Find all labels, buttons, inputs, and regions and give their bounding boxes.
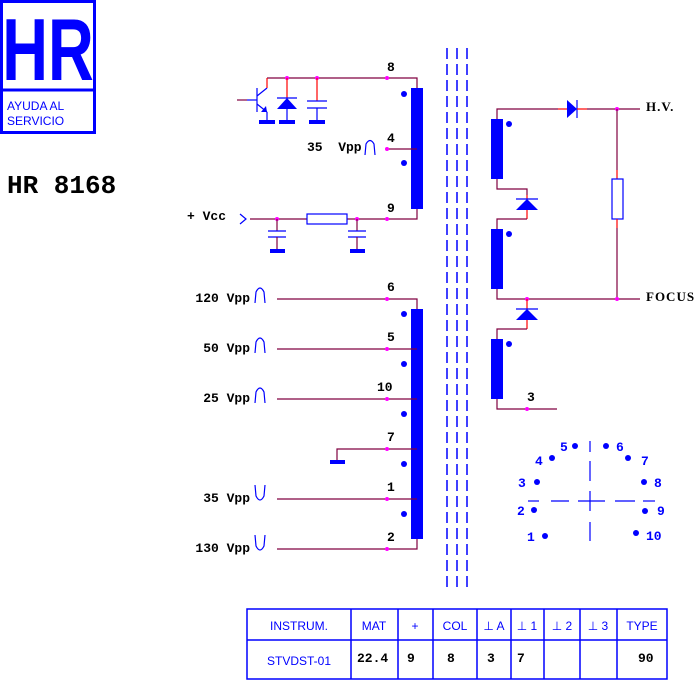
focus-resistor bbox=[611, 178, 624, 220]
capacitor-symbol bbox=[268, 219, 286, 253]
header-ground-1: ⊥ 1 bbox=[517, 619, 538, 633]
primary-winding: 8 4 9 35 Vpp bbox=[187, 60, 423, 253]
socket-pin-10: 10 bbox=[646, 529, 662, 544]
header-ground-2: ⊥ 2 bbox=[552, 619, 573, 633]
value-col: 8 bbox=[447, 651, 455, 666]
pulse-label-130: 130 Vpp bbox=[195, 541, 250, 556]
resistor-symbol bbox=[306, 213, 348, 225]
pulse-label-120: 120 Vpp bbox=[195, 291, 250, 306]
header-col: COL bbox=[443, 619, 468, 633]
logo-letters: HR bbox=[2, 2, 93, 100]
ground-icon bbox=[259, 120, 275, 124]
page-title: HR 8168 bbox=[7, 171, 116, 201]
capacitor-symbol bbox=[307, 78, 327, 124]
socket-pin-2: 2 bbox=[517, 504, 525, 519]
table-value-row: STVDST-01 22.4 9 8 3 7 90 bbox=[267, 651, 654, 668]
header-ground-a: ⊥ A bbox=[483, 619, 504, 633]
vcc-label: + Vcc bbox=[187, 209, 226, 224]
inverted-pulse-icon bbox=[254, 484, 266, 501]
pin-4-pulse-label: 35 Vpp bbox=[307, 140, 362, 155]
logo-line2: SERVICIO bbox=[7, 114, 64, 128]
header-plus: + bbox=[411, 619, 418, 633]
socket-pin-3: 3 bbox=[518, 476, 526, 491]
ground-icon bbox=[270, 249, 285, 253]
pin-3-label: 3 bbox=[527, 390, 535, 405]
pulse-label-50: 50 Vpp bbox=[203, 341, 250, 356]
pin-8-label: 8 bbox=[387, 60, 395, 75]
header-type: TYPE bbox=[626, 619, 657, 633]
spec-table bbox=[246, 608, 668, 680]
pulse-label-25: 25 Vpp bbox=[203, 391, 250, 406]
socket-pin-7: 7 bbox=[641, 454, 649, 469]
ground-icon bbox=[309, 120, 325, 124]
pulse-icon bbox=[254, 387, 266, 404]
diode-symbol bbox=[277, 78, 297, 124]
logo: HR AYUDA AL SERVICIO bbox=[0, 0, 96, 134]
pulse-icon bbox=[364, 139, 376, 156]
diode-icon bbox=[516, 199, 538, 210]
value-instrum: STVDST-01 bbox=[267, 654, 331, 668]
value-type: 90 bbox=[638, 651, 654, 666]
socket-pin-6: 6 bbox=[616, 440, 624, 455]
hv-section: 3 H.V. FOCUS bbox=[491, 99, 694, 411]
table-header-row: INSTRUM. MAT + COL ⊥ A ⊥ 1 ⊥ 2 ⊥ 3 TYPE bbox=[270, 619, 658, 633]
pin-2-label: 2 bbox=[387, 530, 395, 545]
ground-icon bbox=[330, 460, 345, 464]
pulse-icon bbox=[254, 287, 266, 304]
transistor-symbol bbox=[237, 78, 275, 124]
diode-icon bbox=[516, 309, 538, 320]
header-mat: MAT bbox=[362, 619, 387, 633]
value-mat: 22.4 bbox=[357, 651, 388, 666]
header-ground-3: ⊥ 3 bbox=[588, 619, 609, 633]
input-arrow-icon bbox=[239, 213, 247, 225]
pin-4-label: 4 bbox=[387, 131, 395, 146]
pin-7-label: 7 bbox=[387, 430, 395, 445]
socket-pinout: 1 2 3 4 5 6 7 8 9 10 bbox=[517, 440, 665, 545]
ground-icon bbox=[279, 120, 295, 124]
inverted-pulse-icon bbox=[254, 534, 266, 551]
value-ground-1: 7 bbox=[517, 651, 525, 666]
pin-1-label: 1 bbox=[387, 480, 395, 495]
pulse-icon bbox=[254, 337, 266, 354]
capacitor-symbol bbox=[348, 219, 366, 253]
pin-10-label: 10 bbox=[377, 380, 393, 395]
socket-pin-5: 5 bbox=[560, 440, 568, 455]
logo-line1: AYUDA AL bbox=[7, 99, 64, 113]
header-instrum: INSTRUM. bbox=[270, 619, 328, 633]
pin-6-label: 6 bbox=[387, 280, 395, 295]
diode-icon bbox=[567, 100, 577, 118]
hv-label: H.V. bbox=[646, 99, 674, 114]
socket-pin-8: 8 bbox=[654, 476, 662, 491]
socket-pin-1: 1 bbox=[527, 530, 535, 545]
focus-label: FOCUS bbox=[646, 289, 694, 304]
value-plus: 9 bbox=[407, 651, 415, 666]
pulse-label-35: 35 Vpp bbox=[203, 491, 250, 506]
value-ground-a: 3 bbox=[487, 651, 495, 666]
secondary-winding: 6 5 10 7 1 2 120 Vpp 50 Vpp 25 Vpp 35 Vp… bbox=[195, 280, 423, 556]
ground-icon bbox=[350, 249, 365, 253]
socket-pin-4: 4 bbox=[535, 454, 543, 469]
socket-pin-9: 9 bbox=[657, 504, 665, 519]
pin-9-label: 9 bbox=[387, 201, 395, 216]
transformer-core bbox=[446, 48, 468, 590]
pin-5-label: 5 bbox=[387, 330, 395, 345]
